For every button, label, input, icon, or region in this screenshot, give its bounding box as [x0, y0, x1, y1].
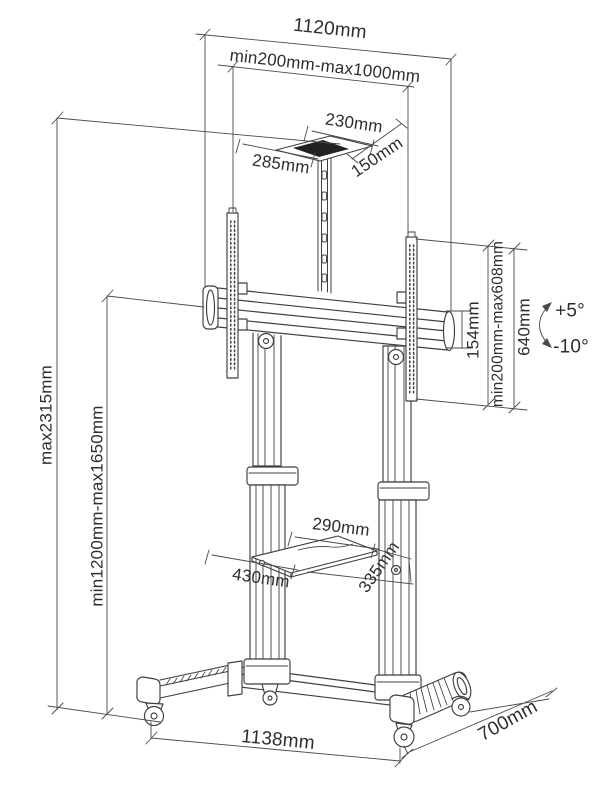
dim-line-1138: [145, 721, 407, 768]
collar-left: [246, 466, 299, 486]
dim-label-column-height-range: min1200mm-max1650mm: [87, 405, 107, 607]
lower-column-left: [249, 484, 286, 664]
foot-left: [243, 658, 291, 685]
dim-label-bar-end-height: 154mm: [463, 301, 483, 359]
vesa-holes-left: [230, 220, 236, 372]
base-leg-left: [136, 660, 279, 727]
lower-column-right: [378, 499, 417, 681]
dim-label-bracket-height: 640mm: [514, 298, 534, 356]
upper-column-left: [252, 331, 282, 467]
shelf-surface-line: [297, 543, 354, 551]
dim-label-mount-height-range: min200mm-max608mm: [489, 240, 507, 408]
dim-line-230: [303, 125, 379, 156]
crossbar-right-cap: [442, 310, 456, 352]
dim-line-154: [445, 310, 472, 349]
leg-left-end-cap: [136, 676, 161, 705]
dim-line-mount-width: [217, 60, 415, 236]
dim-label-tilt-up: +5°: [555, 300, 585, 322]
dim-line-150: [346, 118, 408, 164]
leg-right-front-cap: [389, 694, 415, 725]
leg-hatch: [165, 666, 227, 686]
column-knob-right: [390, 564, 402, 576]
base-beam: [239, 666, 399, 707]
top-plate-dark-pad: [293, 140, 349, 157]
vesa-rail-left: [226, 207, 248, 379]
shelf: [251, 535, 378, 578]
vesa-holes-right: [409, 244, 415, 395]
tilt-arc: [539, 302, 552, 348]
pole-holes: [321, 170, 327, 283]
center-pole: [317, 154, 332, 294]
dim-line-335: [307, 547, 414, 585]
cart-structure: [136, 135, 472, 748]
tilt-arrow-down: [542, 338, 552, 348]
dim-line-max-height: [51, 111, 341, 715]
dim-line-430: [204, 549, 299, 580]
caster-rear-left: [262, 690, 278, 706]
tilt-knob-right: [387, 348, 405, 366]
collar-right: [377, 481, 430, 501]
dim-label-tilt-down: -10°: [553, 336, 589, 358]
dim-line-640: [508, 242, 521, 414]
floor-extension-line: [47, 705, 161, 723]
base-leg-right: [389, 671, 472, 748]
caster-rear-right: [451, 697, 471, 717]
dim-line-column-height: [101, 289, 205, 720]
caster-front-right: [393, 726, 415, 748]
dim-line-290: [287, 531, 379, 559]
dim-line-mount-height: [415, 238, 528, 411]
dim-line-1120: [195, 28, 457, 312]
dim-line-285: [235, 138, 319, 168]
vesa-rail-right: [396, 231, 418, 402]
dim-label-max-height: max2315mm: [36, 364, 56, 466]
caster-front-left: [143, 705, 165, 727]
tilt-knob-left: [257, 332, 275, 350]
dimension-lines: [47, 28, 558, 768]
tilt-arrow-up: [542, 302, 552, 312]
crossbar-left-cap: [202, 285, 219, 330]
dim-line-700: [401, 687, 558, 759]
